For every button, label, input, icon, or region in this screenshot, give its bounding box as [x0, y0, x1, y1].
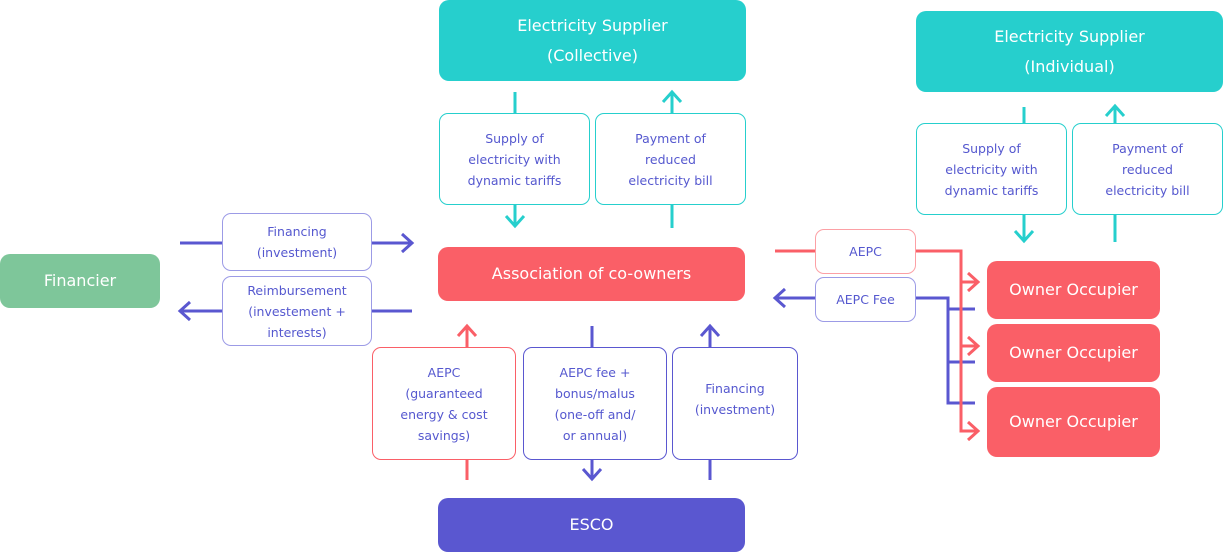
- flow-label-collective-supply: Supply of electricity with dynamic tarif…: [439, 113, 590, 205]
- association-of-co-owners: Association of co-owners: [438, 247, 745, 301]
- arrowhead-right-icon: [966, 335, 981, 357]
- arrowhead-up-icon: [1104, 103, 1126, 118]
- flow-label-financing: Financing (investment): [222, 213, 372, 271]
- electricity-supplier-individual: Electricity Supplier (Individual): [916, 11, 1223, 92]
- arrowhead-down-icon: [1013, 229, 1035, 244]
- arrowhead-left-icon: [177, 300, 192, 322]
- flow-label-individual-supply: Supply of electricity with dynamic tarif…: [916, 123, 1067, 215]
- flow-label-aepc-fee: AEPC Fee: [815, 277, 916, 322]
- flow-label-esco-aepc: AEPC (guaranteed energy & cost savings): [372, 347, 516, 460]
- arrowhead-up-icon: [661, 89, 683, 104]
- flow-label-aepc: AEPC: [815, 229, 916, 274]
- arrowhead-right-icon: [400, 232, 415, 254]
- arrowhead-up-icon: [699, 323, 721, 338]
- esco-node: ESCO: [438, 498, 745, 552]
- flow-label-individual-payment: Payment of reduced electricity bill: [1072, 123, 1223, 215]
- arrowhead-up-icon: [456, 323, 478, 338]
- financier-node: Financier: [0, 254, 160, 308]
- flow-label-esco-financing: Financing (investment): [672, 347, 798, 460]
- arrowhead-down-icon: [581, 467, 603, 482]
- owner-occupier-1: Owner Occupier: [987, 261, 1160, 319]
- arrowhead-right-icon: [966, 271, 981, 293]
- arrowhead-right-icon: [966, 420, 981, 442]
- electricity-supplier-collective: Electricity Supplier (Collective): [439, 0, 746, 81]
- arrowhead-left-icon: [772, 287, 787, 309]
- owner-occupier-2: Owner Occupier: [987, 324, 1160, 382]
- flow-label-collective-payment: Payment of reduced electricity bill: [595, 113, 746, 205]
- flow-label-reimbursement: Reimbursement (investement + interests): [222, 276, 372, 346]
- owner-occupier-3: Owner Occupier: [987, 387, 1160, 457]
- flow-label-esco-fee: AEPC fee + bonus/malus (one-off and/ or …: [523, 347, 667, 460]
- arrowhead-down-icon: [504, 214, 526, 229]
